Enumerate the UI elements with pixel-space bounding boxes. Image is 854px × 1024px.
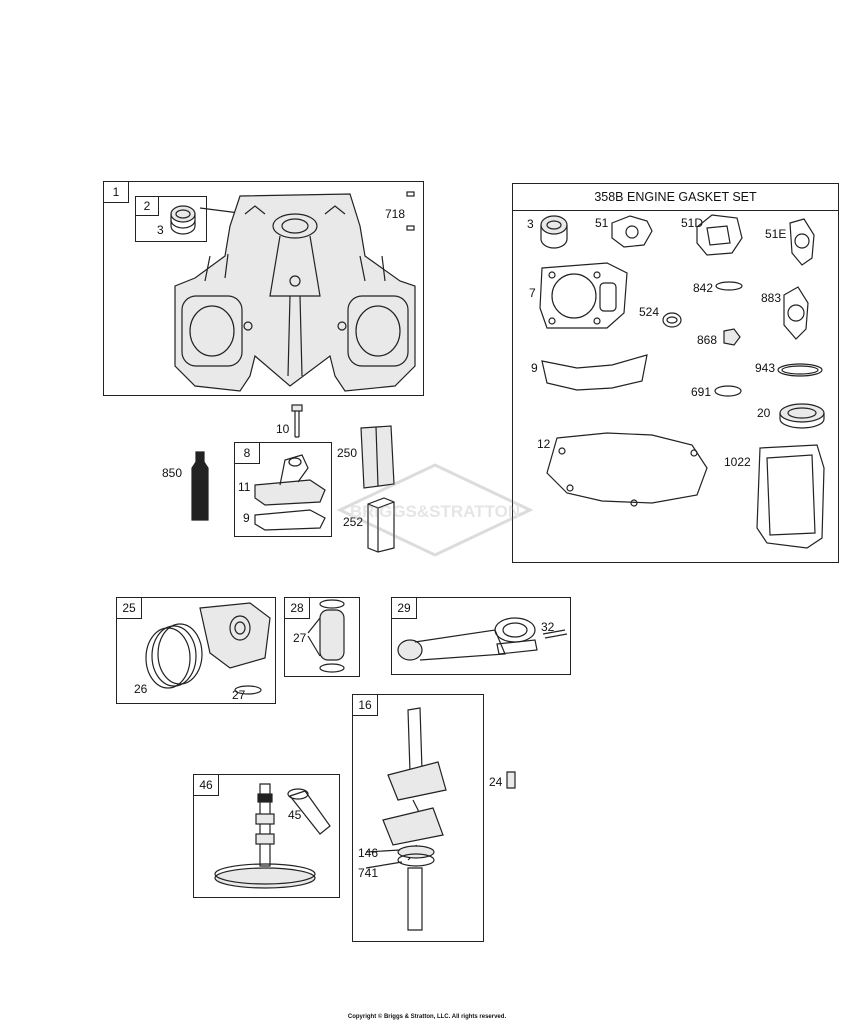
pin-panel: 28 [284, 597, 360, 677]
breather-drawing [254, 454, 326, 531]
rod-drawing [397, 617, 568, 661]
breather-gasket-label: 9 [243, 511, 250, 525]
gear-label: 146 [358, 846, 379, 860]
lifter-label: 45 [288, 808, 302, 822]
crank-callout: 16 [352, 694, 378, 716]
camshaft-drawing [214, 783, 331, 889]
sealant-tube-drawing [191, 451, 209, 521]
brand-watermark: BRIGGS&STRATTON [336, 463, 534, 557]
crank-panel: 16 [352, 694, 484, 942]
filter-250-drawing [360, 425, 395, 489]
gasket-set-drawings [539, 214, 825, 549]
gasket-label-842: 842 [693, 281, 714, 295]
gasket-label-51e: 51E [765, 227, 787, 241]
plug-label: 718 [385, 207, 406, 221]
block-callout: 1 [103, 181, 129, 203]
breather-callout: 8 [234, 442, 260, 464]
block-panel: 1 [103, 181, 424, 396]
filter-252-drawing [367, 497, 395, 553]
piston-panel: 25 [116, 597, 276, 704]
gasket-label-7: 7 [529, 286, 536, 300]
gasket-label-883: 883 [761, 291, 782, 305]
key-drawing [506, 771, 516, 789]
screw-label: 32 [541, 620, 555, 634]
watermark-text: BRIGGS&STRATTON [350, 502, 520, 521]
cam-callout: 46 [193, 774, 219, 796]
gasket-label-9: 9 [531, 361, 538, 375]
breather-panel: 8 [234, 442, 332, 537]
breather-label: 11 [238, 480, 251, 494]
gasket-label-943: 943 [755, 361, 776, 375]
seal-sub-callout: 2 [135, 196, 159, 216]
piston-callout: 25 [116, 597, 142, 619]
pin-label: 27 [293, 631, 307, 645]
crankshaft-drawing [365, 707, 447, 931]
rod-callout: 29 [391, 597, 417, 619]
gasket-label-3: 3 [527, 217, 534, 231]
gasket-label-12: 12 [537, 437, 551, 451]
seal-label: 3 [157, 223, 164, 237]
cam-panel: 46 [193, 774, 340, 898]
gasket-set-panel: 358B ENGINE GASKET SET [512, 183, 839, 563]
rod-panel: 29 [391, 597, 571, 675]
bolt-drawing [291, 404, 303, 438]
gasket-label-1022: 1022 [724, 455, 751, 469]
gasket-label-51: 51 [595, 216, 609, 230]
gasket-label-868: 868 [697, 333, 718, 347]
gasket-set-title: 358B ENGINE GASKET SET [513, 184, 838, 211]
sealant-label: 850 [162, 466, 183, 480]
piston-drawing [145, 602, 271, 695]
filter-252-label: 252 [343, 515, 364, 529]
bolt-label: 10 [276, 422, 290, 436]
cylinder-block-drawing [174, 193, 416, 392]
seal-drawing [170, 205, 196, 235]
gasket-label-524: 524 [639, 305, 660, 319]
plug-drawing [406, 191, 415, 231]
copyright-text: Copyright © Briggs & Stratton, LLC. All … [347, 1014, 507, 1020]
pin-drawing [307, 599, 345, 673]
seal-subpanel: 2 [135, 196, 207, 242]
key-label: 24 [489, 775, 503, 789]
pin-callout: 28 [284, 597, 310, 619]
gasket-label-20: 20 [757, 406, 771, 420]
sensor-label: 741 [358, 866, 379, 880]
rings-label: 26 [134, 682, 148, 696]
gasket-label-691: 691 [691, 385, 712, 399]
filter-250-label: 250 [337, 446, 358, 460]
